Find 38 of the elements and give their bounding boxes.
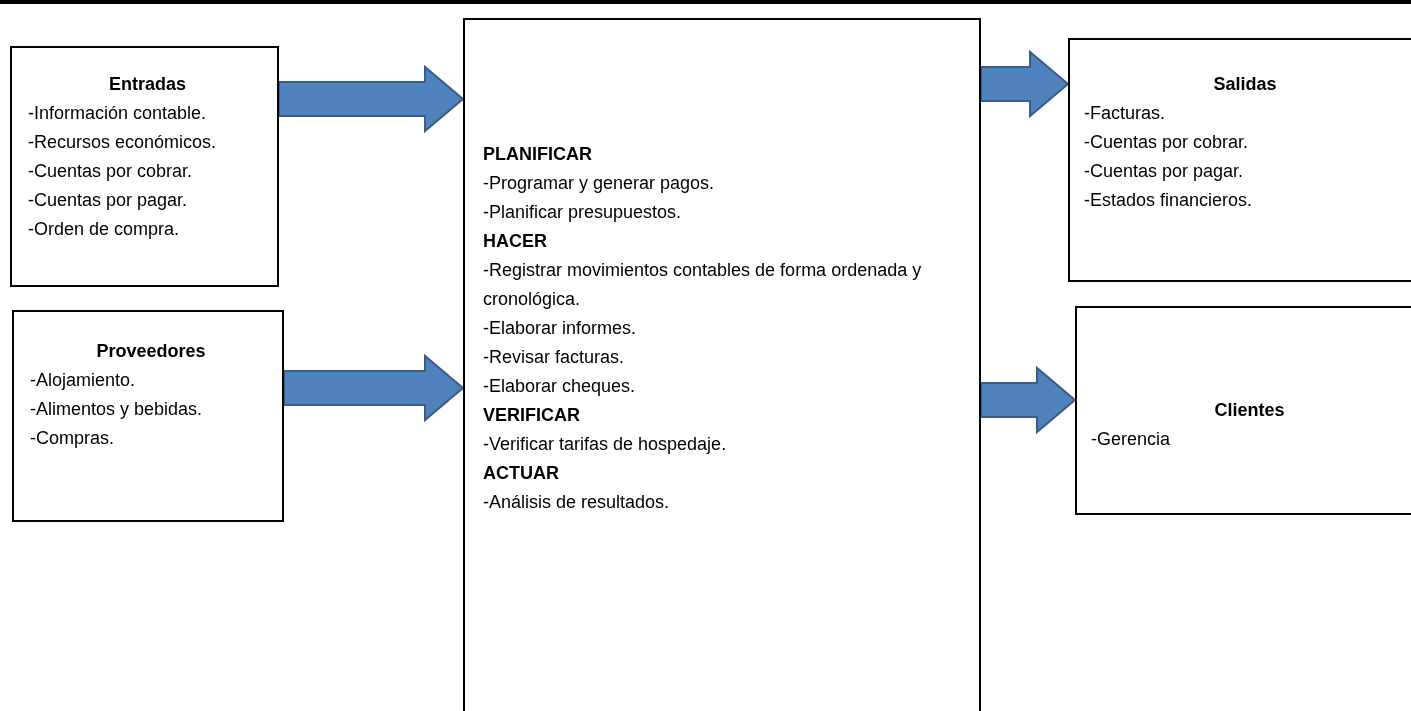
list-item: -Cuentas por cobrar. <box>1084 131 1250 154</box>
heading: Salidas <box>1212 73 1278 96</box>
list-item: -Verificar tarifas de hospedaje. <box>483 433 728 456</box>
text-box <box>463 18 981 711</box>
heading: ACTUAR <box>483 462 560 485</box>
list-item: -Planificar presupuestos. <box>483 201 683 224</box>
block-arrow <box>980 365 1077 435</box>
heading: VERIFICAR <box>483 404 581 427</box>
list-item: -Alimentos y bebidas. <box>30 398 204 421</box>
text-box <box>10 46 279 287</box>
list-item: -Estados financieros. <box>1084 189 1254 212</box>
list-item: -Recursos económicos. <box>28 131 218 154</box>
list-item: -Información contable. <box>28 102 208 125</box>
block-arrow <box>980 49 1070 119</box>
heading: Proveedores <box>95 340 207 363</box>
list-item: -Elaborar informes. <box>483 317 638 340</box>
list-item: -Revisar facturas. <box>483 346 626 369</box>
block-arrow <box>283 353 465 423</box>
list-item: -Facturas. <box>1084 102 1167 125</box>
heading: Clientes <box>1213 399 1286 422</box>
list-item: -Registrar movimientos contables de forma ordenada y cronológica. <box>483 259 923 311</box>
list-item: -Programar y generar pagos. <box>483 172 716 195</box>
list-item: -Gerencia <box>1091 428 1172 451</box>
list-item: -Cuentas por cobrar. <box>28 160 194 183</box>
list-item: -Cuentas por pagar. <box>1084 160 1245 183</box>
text-box <box>1075 306 1411 515</box>
heading: HACER <box>483 230 548 253</box>
list-item: -Análisis de resultados. <box>483 491 671 514</box>
list-item: -Alojamiento. <box>30 369 137 392</box>
block-arrow <box>278 64 465 134</box>
list-item: -Compras. <box>30 427 115 450</box>
list-item: -Orden de compra. <box>28 218 181 241</box>
list-item: -Cuentas por pagar. <box>28 189 189 212</box>
text-box <box>1068 38 1411 282</box>
heading: Entradas <box>108 73 187 96</box>
text-box <box>12 310 284 522</box>
list-item: -Elaborar cheques. <box>483 375 637 398</box>
heading: PLANIFICAR <box>483 143 593 166</box>
